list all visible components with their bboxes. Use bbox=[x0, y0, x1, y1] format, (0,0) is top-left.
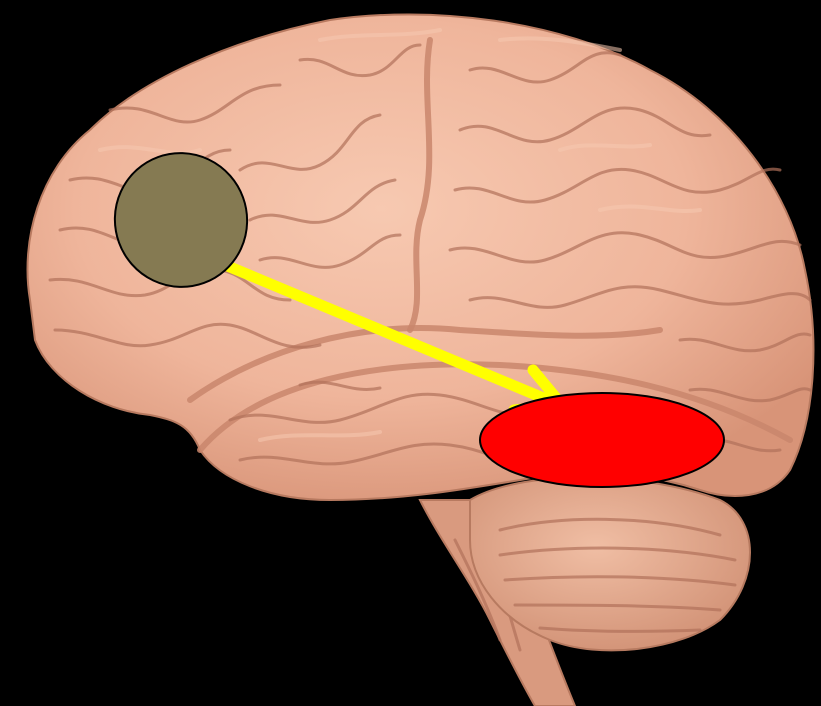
temporal-region-marker bbox=[480, 393, 724, 487]
